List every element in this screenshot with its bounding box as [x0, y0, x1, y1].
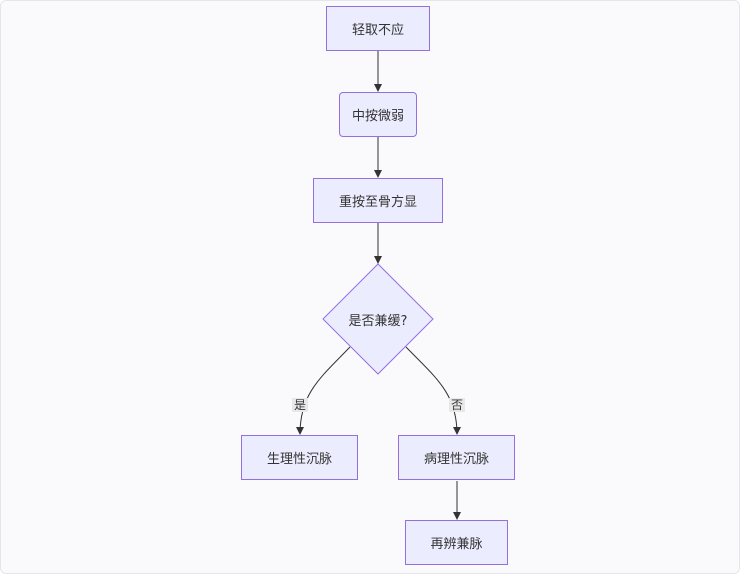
decision-diamond — [322, 263, 434, 375]
edge-label-yes: 是 — [292, 398, 309, 412]
edge-decision-no — [405, 346, 461, 435]
edge-decision-yes — [296, 346, 351, 435]
node-medium-press: 中按微弱 — [339, 92, 417, 137]
node-differentiate: 再辨兼脉 — [405, 520, 508, 565]
node-light-press: 轻取不应 — [326, 6, 430, 51]
edge-label-no: 否 — [449, 398, 466, 412]
decision-label: 是否兼缓? — [348, 314, 408, 329]
node-heavy-press: 重按至骨方显 — [313, 178, 443, 223]
node-physiological: 生理性沉脉 — [241, 435, 358, 480]
node-pathological: 病理性沉脉 — [398, 435, 515, 480]
